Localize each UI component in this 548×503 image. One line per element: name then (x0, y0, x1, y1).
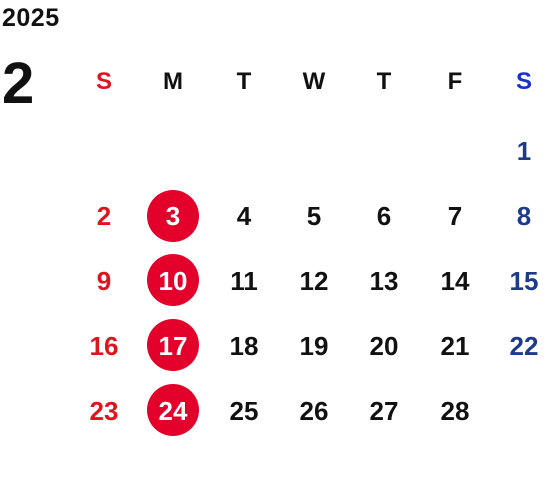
day-cell-5[interactable]: 5 (306, 201, 322, 231)
day-cell-3[interactable]: 3 (165, 201, 181, 231)
day-cell-8[interactable]: 8 (516, 201, 532, 231)
weekday-header-saturday: S (515, 68, 532, 95)
day-cell-18[interactable]: 18 (229, 331, 259, 361)
day-cell-26[interactable]: 26 (299, 396, 329, 426)
day-cell-7[interactable]: 7 (447, 201, 463, 231)
month-number: 2 (2, 51, 35, 116)
highlight-circle-24 (147, 384, 199, 436)
day-cell-12[interactable]: 12 (299, 266, 329, 296)
day-cell-25[interactable]: 25 (229, 396, 259, 426)
day-cell-28[interactable]: 28 (440, 396, 470, 426)
weekday-header-thursday: T (376, 68, 392, 95)
day-cell-23[interactable]: 23 (89, 396, 119, 426)
day-cell-11[interactable]: 11 (230, 266, 258, 296)
day-cell-27[interactable]: 27 (369, 396, 399, 426)
weekday-header-friday: F (447, 68, 463, 95)
year-label: 2025 (2, 4, 60, 32)
highlight-circle-3 (147, 190, 199, 242)
day-cell-19[interactable]: 19 (299, 331, 329, 361)
weekday-header-wednesday: W (302, 68, 326, 95)
day-cell-24[interactable]: 24 (158, 396, 188, 426)
day-cell-2[interactable]: 2 (96, 201, 112, 231)
day-cell-6[interactable]: 6 (376, 201, 392, 231)
day-cell-20[interactable]: 20 (369, 331, 399, 361)
day-cell-13[interactable]: 13 (369, 266, 399, 296)
day-cell-15[interactable]: 15 (509, 266, 539, 296)
weekday-header-monday: M (163, 68, 183, 95)
day-cell-4[interactable]: 4 (236, 201, 252, 231)
day-cell-22[interactable]: 22 (509, 331, 539, 361)
day-cell-10[interactable]: 10 (158, 266, 188, 296)
day-cell-9[interactable]: 9 (96, 266, 112, 296)
day-cell-16[interactable]: 16 (89, 331, 119, 361)
highlight-circle-10 (147, 254, 199, 306)
weekday-header-tuesday: T (236, 68, 252, 95)
day-cell-21[interactable]: 21 (440, 331, 470, 361)
day-cell-1[interactable]: 1 (516, 136, 532, 166)
day-cell-14[interactable]: 14 (440, 266, 470, 296)
highlight-circle-17 (147, 319, 199, 371)
day-cell-17[interactable]: 17 (158, 331, 188, 361)
weekday-header-sunday: S (95, 68, 112, 95)
